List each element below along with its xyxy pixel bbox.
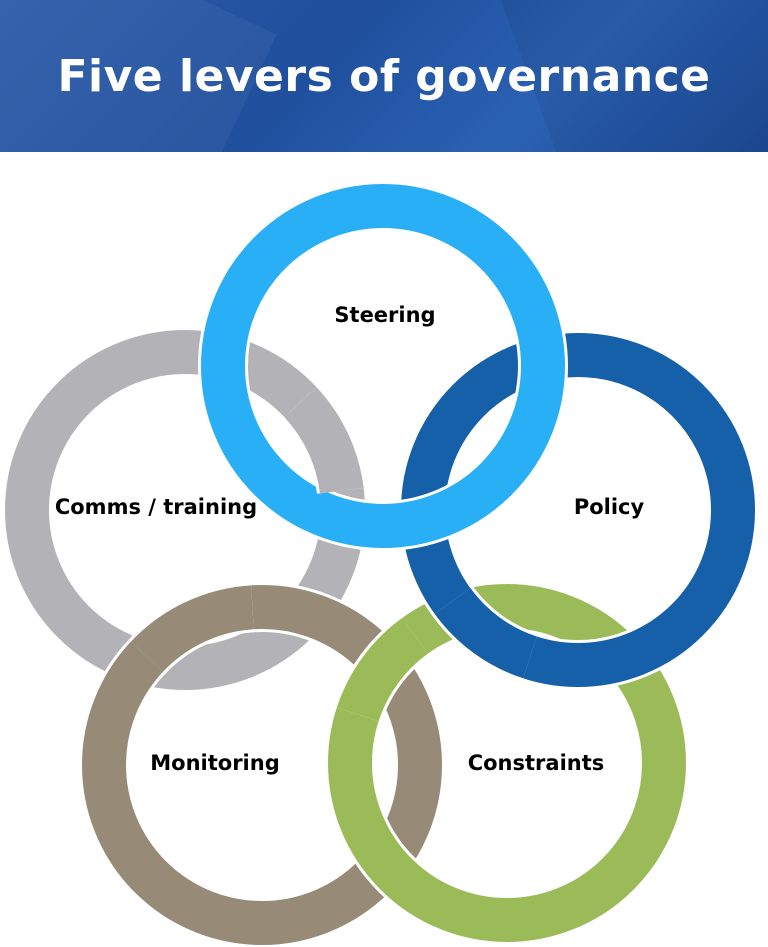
ring-steering bbox=[201, 184, 565, 548]
label-policy: Policy bbox=[574, 495, 645, 519]
ring-monitoring bbox=[82, 585, 442, 945]
label-constraints: Constraints bbox=[468, 751, 605, 775]
ring-constraints bbox=[328, 584, 686, 942]
label-monitoring: Monitoring bbox=[150, 751, 279, 775]
label-comms-training: Comms / training bbox=[55, 495, 257, 519]
label-steering: Steering bbox=[334, 303, 435, 327]
page-title: Five levers of governance bbox=[57, 50, 711, 102]
header-banner: Five levers of governance bbox=[0, 0, 768, 152]
